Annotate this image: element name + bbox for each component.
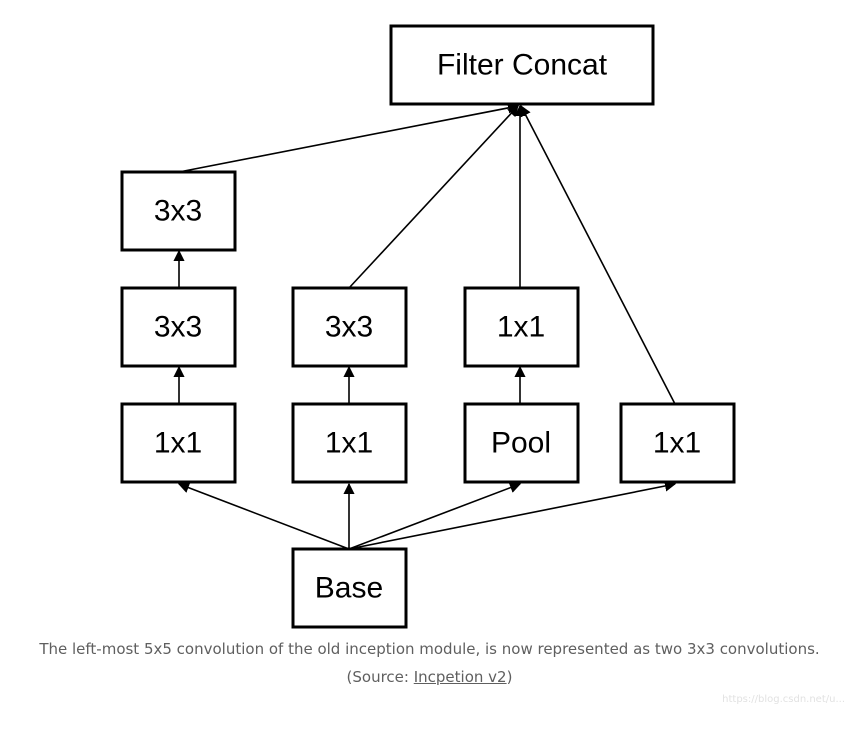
edge-base-to-1x1-right <box>348 480 677 550</box>
node-3x3-left: 3x3 <box>120 286 237 368</box>
node-filter-concat: Filter Concat <box>389 24 655 106</box>
source-prefix: (Source: <box>346 668 414 686</box>
node-base-label: Base <box>315 572 383 605</box>
figure-caption: The left-most 5x5 convolution of the old… <box>39 640 820 658</box>
edge-base-to-pool <box>348 482 522 550</box>
node-1x1-right: 1x1 <box>619 402 736 484</box>
figure-source-line: (Source: Incpetion v2) <box>0 668 859 686</box>
edge-3x3-middle-to-filter-concat <box>348 105 519 289</box>
nodes: Filter Concat 3x3 3x3 3x3 1x1 1x1 1x1 <box>120 24 736 629</box>
node-pool-label: Pool <box>491 427 551 460</box>
source-suffix: ) <box>506 668 513 686</box>
node-base: Base <box>291 547 408 629</box>
node-3x3-middle-label: 3x3 <box>325 311 373 344</box>
node-3x3-top-label: 3x3 <box>154 195 202 228</box>
node-1x1-pool-branch: 1x1 <box>463 286 580 368</box>
node-1x1-left: 1x1 <box>120 402 237 484</box>
edges <box>173 102 677 550</box>
inception-module-diagram: Filter Concat 3x3 3x3 3x3 1x1 1x1 1x1 <box>120 24 736 629</box>
edge-base-to-1x1-left <box>177 482 350 550</box>
edge-1x1-right-to-filter-concat <box>520 105 676 405</box>
node-3x3-middle: 3x3 <box>291 286 408 368</box>
edge-3x3-top-to-filter-concat <box>178 102 520 173</box>
node-1x1-left-label: 1x1 <box>154 427 202 460</box>
node-1x1-middle: 1x1 <box>291 402 408 484</box>
source-link[interactable]: Incpetion v2 <box>413 668 507 686</box>
node-3x3-left-label: 3x3 <box>154 311 202 344</box>
node-1x1-right-label: 1x1 <box>653 427 701 460</box>
node-3x3-top: 3x3 <box>120 170 237 252</box>
node-pool: Pool <box>463 402 580 484</box>
node-1x1-middle-label: 1x1 <box>325 427 373 460</box>
watermark-url: https://blog.csdn.net/u... <box>722 694 845 705</box>
filter-concat-label: Filter Concat <box>437 49 608 82</box>
node-1x1-pool-branch-label: 1x1 <box>497 311 545 344</box>
